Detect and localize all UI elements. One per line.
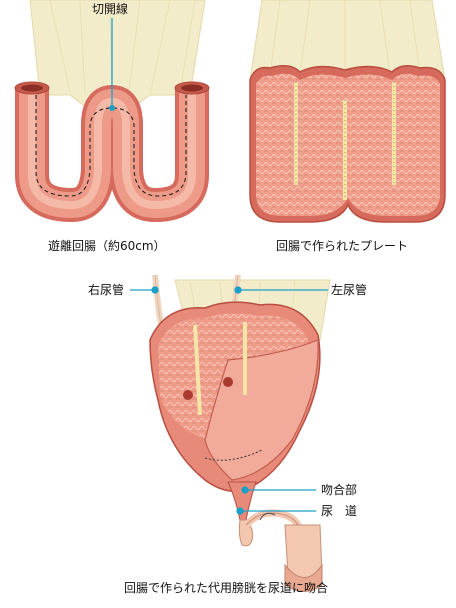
caption: 回腸で作られた代用膀胱を尿道に吻合 [124, 581, 329, 595]
label-incision-line: 切開線 [92, 2, 129, 16]
bladder-suture-lines [193, 322, 247, 416]
label-isolated-ileum: 遊離回腸（約60cm） [48, 239, 166, 253]
label-anastomosis: 吻合部 [321, 483, 358, 497]
left-ureter-orifice [223, 377, 233, 387]
label-right-ureter: 右尿管 [88, 283, 125, 297]
bladder-neck [227, 481, 257, 521]
ileal-plate-illustration [249, 0, 446, 223]
callout-lines [130, 286, 328, 515]
bladder-flap [204, 339, 319, 481]
flap-suture-line [204, 449, 263, 461]
label-left-ureter: 左尿管 [331, 283, 368, 297]
isolated-ileum-illustration [14, 0, 210, 223]
neobladder-illustration [149, 274, 331, 592]
incision-dashed-line [35, 95, 187, 197]
right-ureter-orifice [183, 390, 193, 400]
label-ileal-plate: 回腸で作られたプレート [276, 239, 409, 253]
incision-callout-dot [109, 105, 115, 111]
label-urethra: 尿 道 [321, 504, 358, 518]
plate-mucosa [256, 73, 440, 216]
glans [284, 563, 323, 592]
